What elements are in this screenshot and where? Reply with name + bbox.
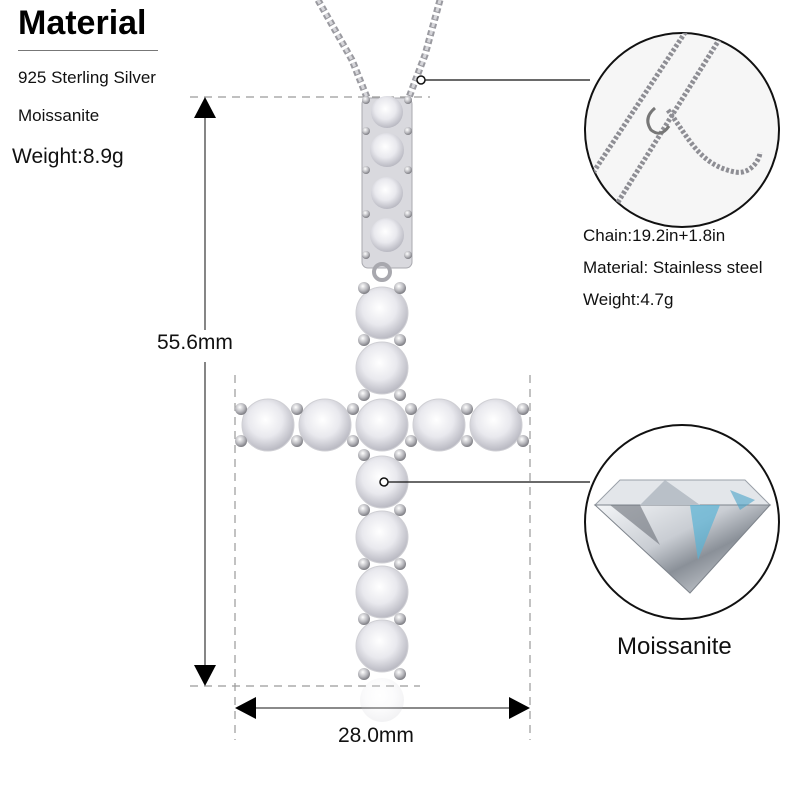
width-dimension-label: 28.0mm (338, 724, 414, 747)
chain-length-spec: Chain:19.2in+1.8in (583, 226, 726, 245)
material-item-silver: 925 Sterling Silver (18, 68, 156, 87)
cross-pendant (235, 282, 529, 722)
material-title: Material (18, 4, 147, 42)
stone-label: Moissanite (617, 633, 732, 660)
height-dimension-label: 55.6mm (157, 331, 233, 354)
chain-material-spec: Material: Stainless steel (583, 258, 763, 277)
title-divider (18, 50, 158, 51)
chain-callout (416, 32, 780, 228)
material-item-moissanite: Moissanite (18, 106, 100, 125)
stone-callout (379, 424, 780, 620)
chain-weight-spec: Weight:4.7g (583, 290, 674, 309)
necklace-chain (314, 0, 444, 102)
pendant-bail (361, 96, 413, 282)
height-dimension-arrow (194, 97, 216, 686)
pendant-weight: Weight:8.9g (12, 145, 124, 168)
